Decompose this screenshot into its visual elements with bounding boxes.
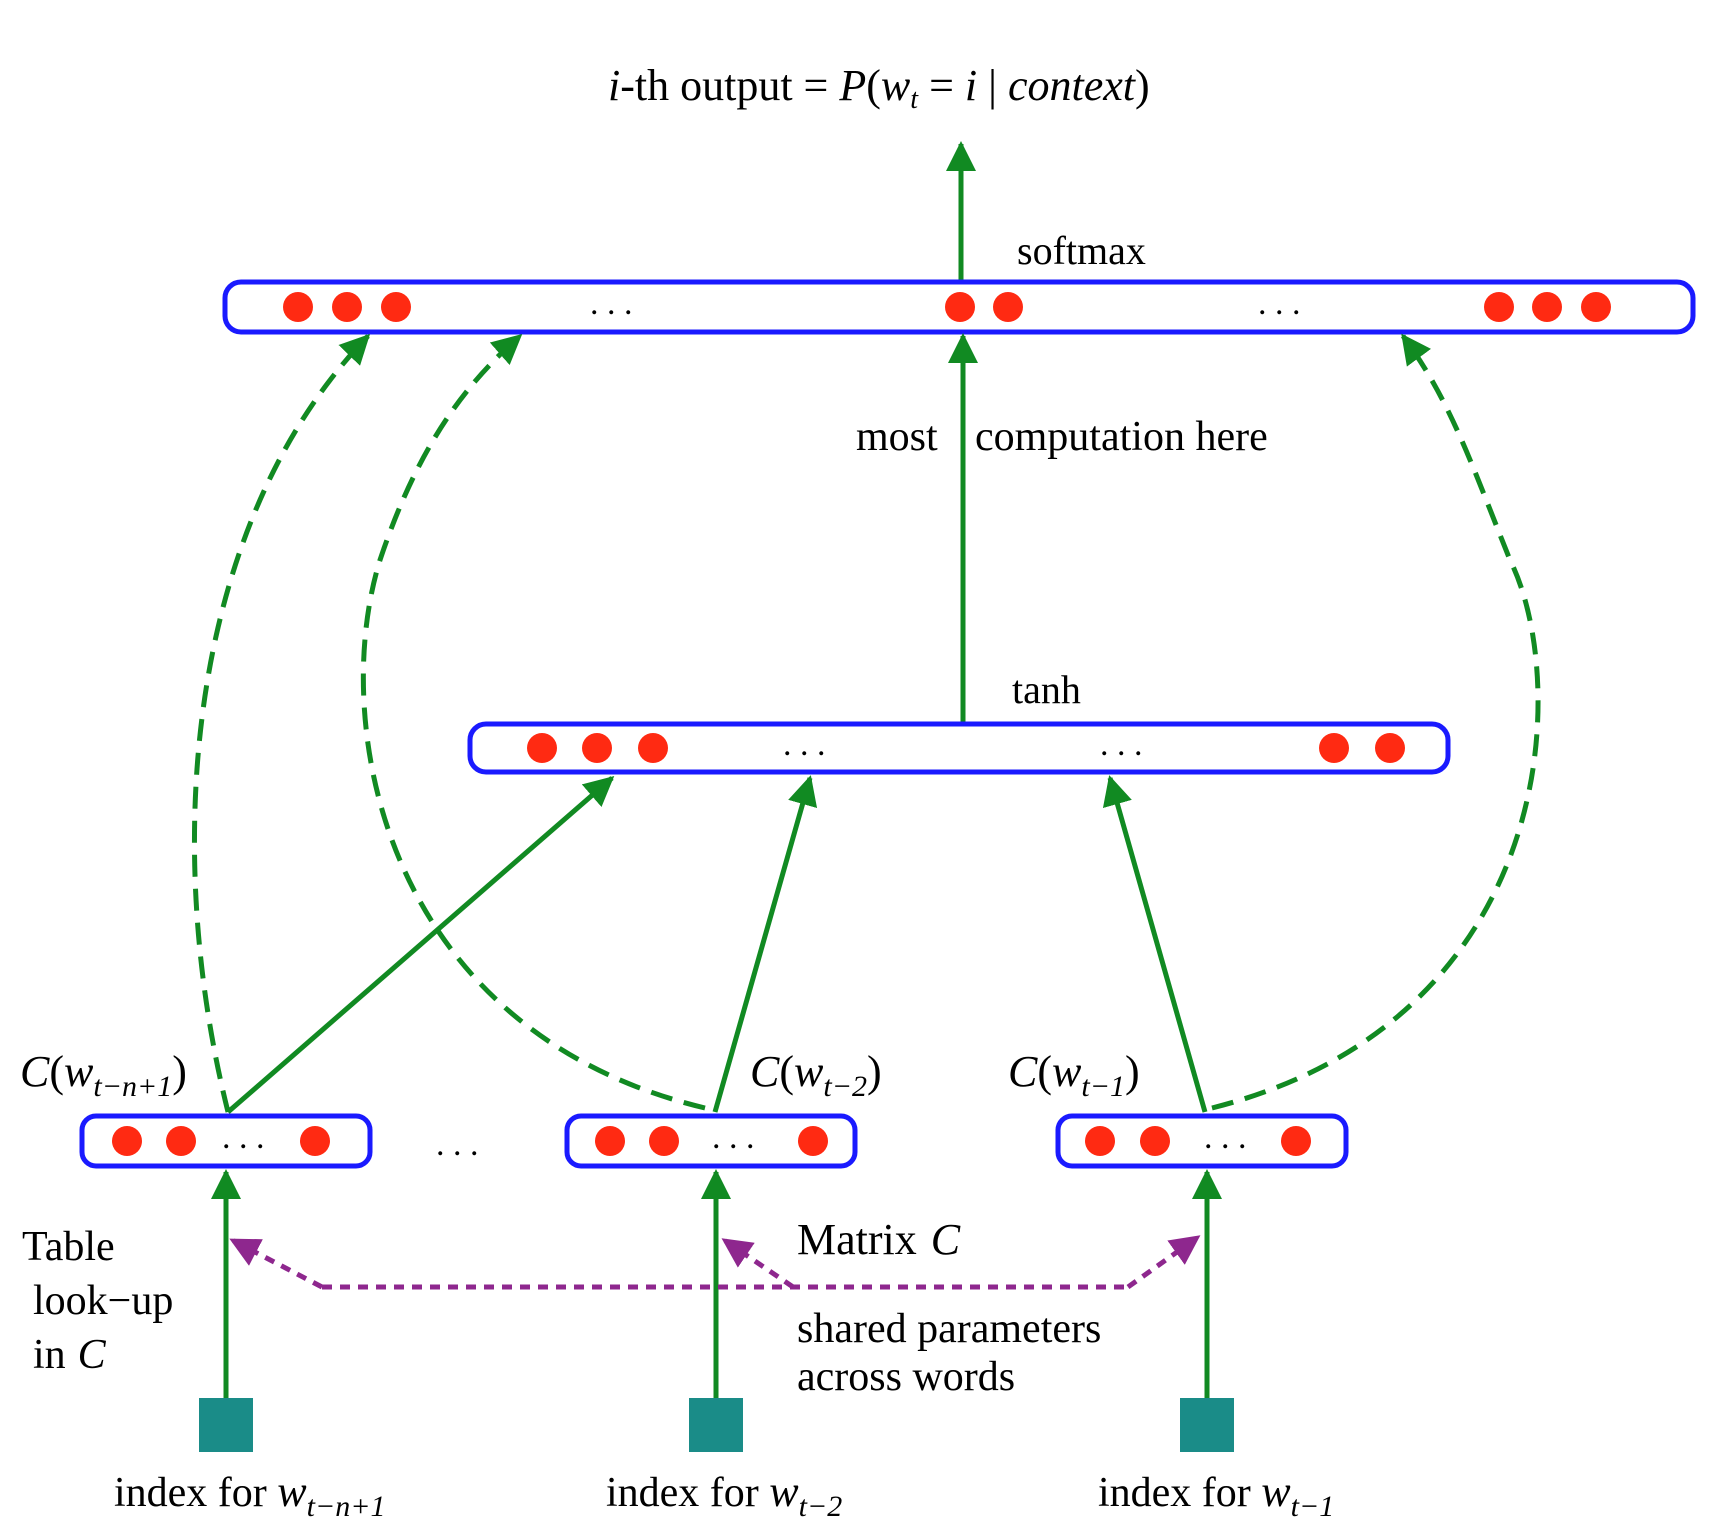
embedding-layer-2 — [564, 1113, 858, 1169]
tanh-ellipsis-right: . . . — [1100, 726, 1143, 763]
table-lookup-line1: Table — [22, 1224, 115, 1270]
neuron — [1281, 1126, 1311, 1156]
index-box-2 — [689, 1398, 743, 1452]
neuron — [1532, 292, 1562, 322]
shared-parameters-line2: across words — [797, 1354, 1015, 1400]
neuron — [1085, 1126, 1115, 1156]
neuron — [166, 1126, 196, 1156]
embedding-2-neurons — [595, 1126, 828, 1156]
tanh-layer — [467, 721, 1451, 775]
neuron — [945, 292, 975, 322]
index-label-3: index for wt−1 — [1098, 1467, 1334, 1523]
shared-parameters-line1: shared parameters — [797, 1306, 1101, 1352]
neuron — [638, 733, 668, 763]
embedding-3-ellipsis: . . . — [1204, 1119, 1247, 1156]
tanh-neurons — [527, 733, 1405, 763]
embedding-label-3: C(wt−1) — [1008, 1047, 1140, 1103]
neuron — [649, 1126, 679, 1156]
computation-label: computation here — [975, 414, 1268, 460]
most-label: most — [856, 414, 938, 460]
embedding-1-neurons — [112, 1126, 330, 1156]
neuron — [798, 1126, 828, 1156]
between-embeddings-ellipsis: . . . — [436, 1126, 479, 1163]
neuron — [1319, 733, 1349, 763]
tanh-label: tanh — [1012, 667, 1081, 712]
embedding-1-ellipsis: . . . — [222, 1119, 265, 1156]
tanh-ellipsis-left: . . . — [783, 726, 826, 763]
neuron — [595, 1126, 625, 1156]
neuron — [582, 733, 612, 763]
neuron — [381, 292, 411, 322]
table-lookup-line2: look−up — [33, 1278, 173, 1324]
neuron — [1484, 292, 1514, 322]
neuron — [993, 292, 1023, 322]
softmax-neurons — [283, 292, 1611, 322]
neuron — [1581, 292, 1611, 322]
index-box-1 — [199, 1398, 253, 1452]
shared-arrow-1 — [229, 1237, 324, 1290]
emb2-direct-arrow — [360, 334, 706, 1111]
embedding-label-1: C(wt−n+1) — [20, 1047, 187, 1103]
neuron — [283, 292, 313, 322]
neuron — [1140, 1126, 1170, 1156]
neuron — [300, 1126, 330, 1156]
emb2-to-tanh-arrow — [712, 775, 818, 1113]
softmax-ellipsis-right: . . . — [1258, 285, 1301, 322]
index-label-2: index for wt−2 — [606, 1467, 842, 1523]
shared-arrow-3 — [1126, 1234, 1201, 1290]
embedding-label-2: C(wt−2) — [750, 1047, 882, 1103]
embedding-layer-1 — [79, 1113, 373, 1169]
embedding-3-neurons — [1085, 1126, 1311, 1156]
index-label-1: index for wt−n+1 — [114, 1467, 385, 1523]
neuron — [1375, 733, 1405, 763]
embedding-layer-3 — [1055, 1113, 1349, 1169]
shared-arrow-2 — [721, 1237, 795, 1290]
neuron — [332, 292, 362, 322]
neuron — [527, 733, 557, 763]
index-box-3 — [1180, 1398, 1234, 1452]
embedding-2-ellipsis: . . . — [712, 1119, 755, 1156]
softmax-ellipsis-left: . . . — [590, 285, 633, 322]
emb1-to-tanh-arrow — [226, 776, 615, 1114]
shared-parameter-connectors — [229, 1234, 1201, 1290]
softmax-layer — [222, 279, 1696, 335]
emb3-to-tanh-arrow — [1102, 775, 1208, 1113]
softmax-label: softmax — [1017, 228, 1146, 273]
output-formula: i-th output = P(wt = i | context) — [608, 61, 1150, 115]
emb3-direct-arrow — [1211, 333, 1541, 1111]
emb1-direct-arrow — [192, 333, 371, 1113]
neuron — [112, 1126, 142, 1156]
